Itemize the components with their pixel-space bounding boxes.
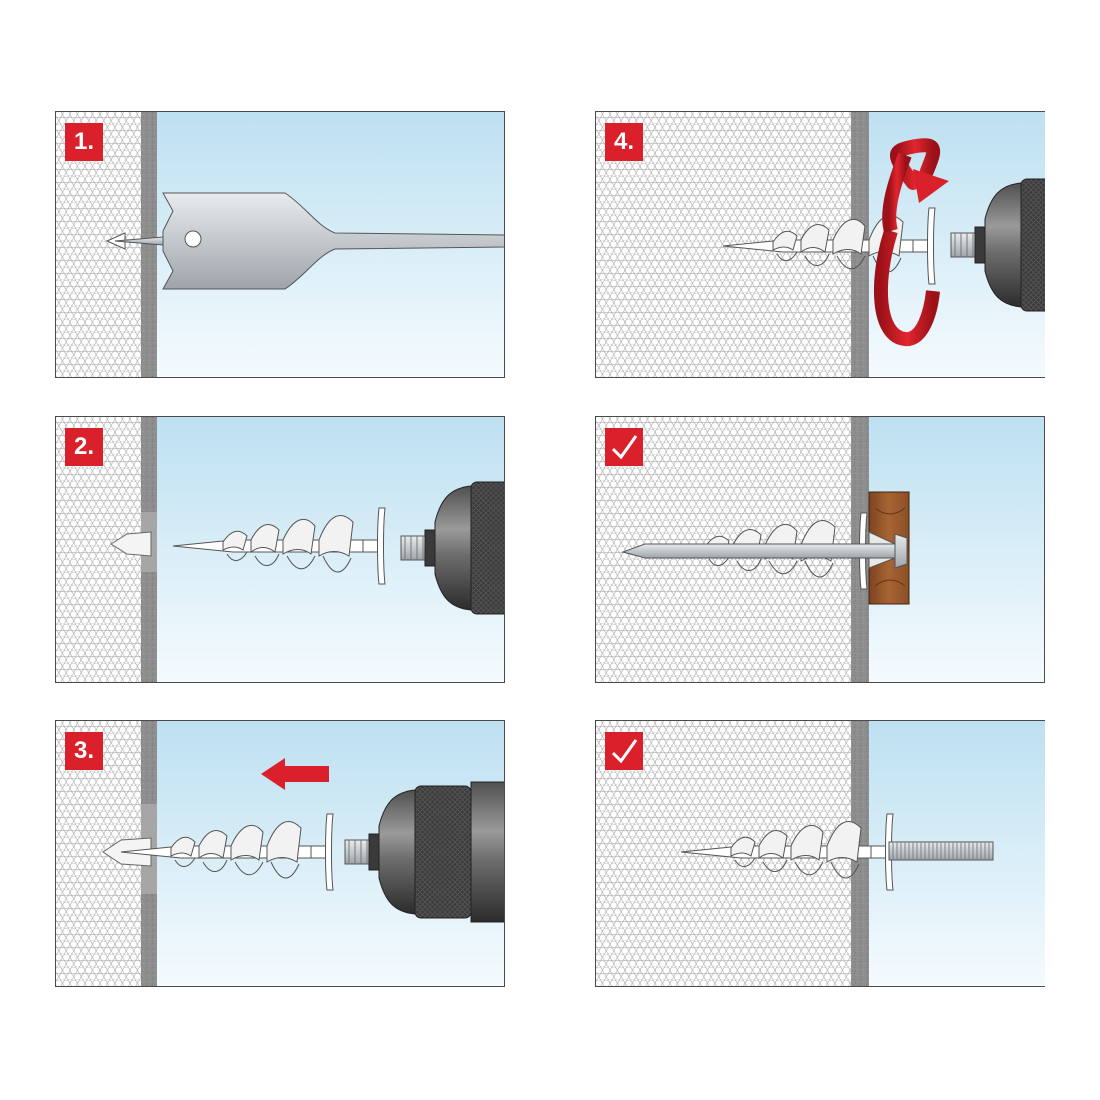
done-badge [605, 428, 643, 466]
step-badge: 2. [65, 428, 103, 466]
step-2-illustration [55, 416, 505, 683]
done-badge [605, 732, 643, 770]
step-badge: 3. [65, 732, 103, 770]
rotate-icon [873, 138, 949, 346]
step-badge: 4. [605, 123, 643, 161]
check-icon [611, 739, 638, 764]
step-3-illustration [55, 720, 505, 987]
step-1-panel: 1. [55, 111, 505, 378]
step-5-illustration [595, 416, 1045, 683]
step-6-illustration [595, 720, 1045, 987]
step-6-panel [595, 720, 1045, 987]
step-5-panel [595, 416, 1045, 683]
step-4-illustration [595, 111, 1045, 378]
step-badge: 1. [65, 123, 103, 161]
spade-bit [105, 192, 505, 290]
step-2-panel: 2. [55, 416, 505, 683]
step-1-illustration [55, 111, 505, 378]
screw [621, 533, 908, 569]
check-icon [611, 435, 638, 460]
threaded-rod [888, 841, 994, 861]
step-4-panel: 4. [595, 111, 1045, 378]
step-3-panel: 3. [55, 720, 505, 987]
arrow-left-icon [261, 758, 329, 790]
